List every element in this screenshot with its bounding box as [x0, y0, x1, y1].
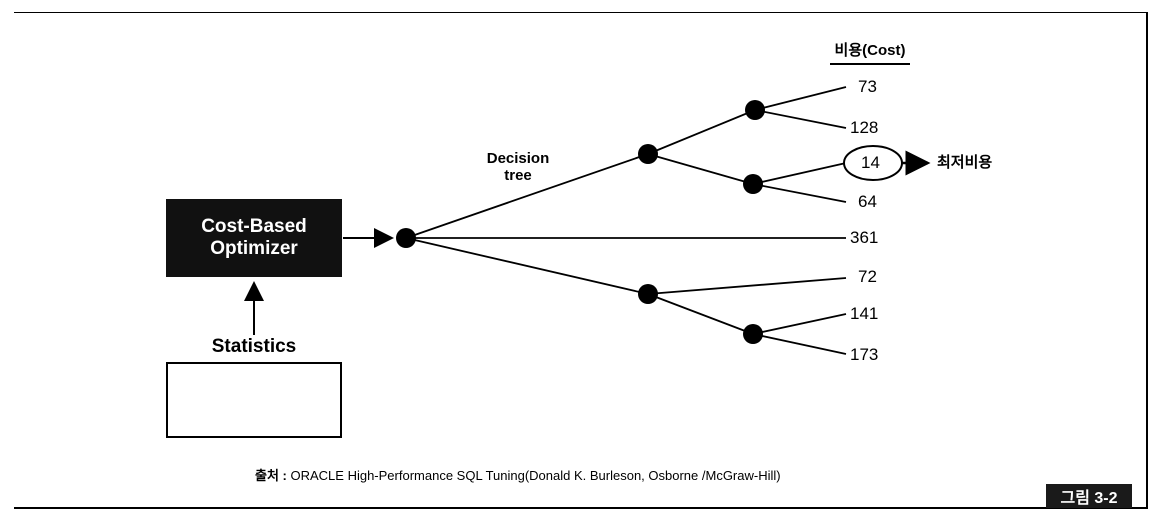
edge-a2-64: [752, 183, 847, 203]
leaf-cost-1: 73: [858, 77, 877, 96]
tree-edges: [405, 86, 847, 355]
cost-based-optimizer-box: Cost-Based Optimizer: [166, 199, 342, 277]
tree-node-a2: [743, 174, 763, 194]
min-cost-label: 최저비용: [937, 154, 993, 171]
statistics-box: [166, 362, 342, 438]
edge-root-b: [405, 237, 649, 295]
optimizer-label-line2: Optimizer: [210, 238, 298, 259]
edge-b1-173: [752, 333, 847, 355]
tree-node-b: [638, 284, 658, 304]
tree-node-a: [638, 144, 658, 164]
edge-a-a2: [647, 153, 754, 185]
tree-node-b1: [743, 324, 763, 344]
statistics-label: Statistics: [211, 336, 297, 357]
edge-b-b1: [647, 293, 754, 335]
tree-node-root: [396, 228, 416, 248]
cost-column-header: 비용(Cost): [830, 39, 910, 65]
tree-nodes: [396, 100, 765, 344]
source-key: 출처 :: [255, 468, 287, 483]
leaf-cost-2: 128: [850, 118, 879, 137]
edge-a2-14: [752, 162, 847, 185]
edge-root-a: [405, 153, 649, 239]
leaf-cost-min: 14: [861, 153, 880, 172]
leaf-cost-4: 64: [858, 192, 877, 211]
leaf-cost-5: 361: [850, 228, 879, 247]
source-text: ORACLE High-Performance SQL Tuning(Donal…: [290, 468, 781, 483]
edge-b-72: [647, 277, 847, 295]
leaf-cost-6: 72: [858, 267, 877, 286]
optimizer-label-line1: Cost-Based: [201, 216, 307, 237]
edge-a-a1: [647, 109, 756, 155]
leaf-cost-8: 173: [850, 345, 879, 364]
leaf-cost-7: 141: [850, 304, 879, 323]
decision-tree-label-line1: Decision: [486, 150, 550, 167]
decision-tree-label-line2: tree: [504, 167, 532, 184]
tree-node-a1: [745, 100, 765, 120]
source-citation: 출처 : ORACLE High-Performance SQL Tuning(…: [255, 465, 781, 484]
edge-a1-128: [754, 109, 847, 129]
decision-tree-label: Decision tree: [478, 150, 558, 184]
figure-number-badge: 그림 3-2: [1046, 484, 1132, 508]
edge-a1-73: [754, 86, 847, 111]
figure-frame: [14, 12, 1148, 509]
edge-b1-141: [752, 313, 847, 335]
